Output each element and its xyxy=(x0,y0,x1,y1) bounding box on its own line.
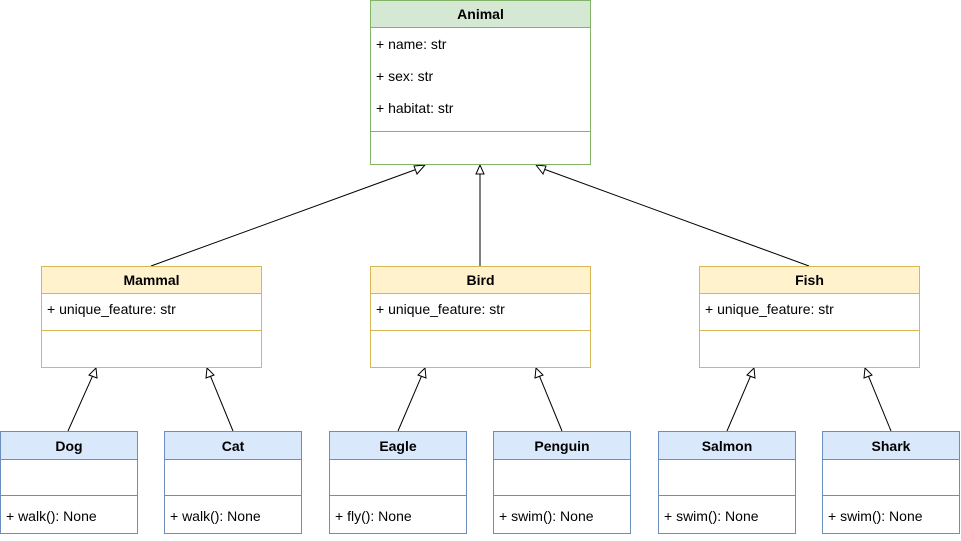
class-cat-attributes xyxy=(165,460,301,496)
class-penguin-methods: + swim(): None xyxy=(494,496,630,533)
class-fish-attributes: + unique_feature: str xyxy=(700,294,919,331)
edge-salmon-fish xyxy=(726,366,756,432)
attribute-unique-feature: + unique_feature: str xyxy=(47,301,176,317)
attribute-sex: + sex: str xyxy=(376,68,434,84)
inheritance-arrowhead xyxy=(534,366,544,379)
class-animal-attributes: + name: str + sex: str + habitat: str xyxy=(371,28,590,132)
class-bird-name: Bird xyxy=(371,267,590,294)
class-eagle-methods: + fly(): None xyxy=(330,496,466,533)
method-walk: + walk(): None xyxy=(6,508,97,524)
class-animal-methods xyxy=(371,132,590,164)
method-swim: + swim(): None xyxy=(664,508,759,524)
class-eagle-name: Eagle xyxy=(330,432,466,460)
class-shark[interactable]: Shark + swim(): None xyxy=(822,431,960,534)
class-penguin[interactable]: Penguin + swim(): None xyxy=(493,431,631,534)
class-salmon-methods: + swim(): None xyxy=(659,496,795,533)
class-fish-methods xyxy=(700,331,919,367)
class-bird[interactable]: Bird + unique_feature: str xyxy=(370,266,591,368)
edge-dog-mammal xyxy=(67,366,98,432)
class-fish-name: Fish xyxy=(700,267,919,294)
attribute-name: + name: str xyxy=(376,36,447,52)
inheritance-arrowhead xyxy=(205,366,215,379)
class-eagle[interactable]: Eagle + fly(): None xyxy=(329,431,467,534)
attribute-unique-feature: + unique_feature: str xyxy=(376,301,505,317)
edge-fish-animal xyxy=(534,164,810,267)
class-salmon[interactable]: Salmon + swim(): None xyxy=(658,431,796,534)
class-animal[interactable]: Animal + name: str + sex: str + habitat:… xyxy=(370,0,591,165)
edge-shark-fish xyxy=(863,366,892,432)
class-eagle-attributes xyxy=(330,460,466,496)
class-mammal-methods xyxy=(42,331,261,367)
class-fish[interactable]: Fish + unique_feature: str xyxy=(699,266,920,368)
class-cat-name: Cat xyxy=(165,432,301,460)
class-bird-methods xyxy=(371,331,590,367)
class-shark-name: Shark xyxy=(823,432,959,460)
edge-mammal-animal xyxy=(150,164,427,267)
class-cat[interactable]: Cat + walk(): None xyxy=(164,431,302,534)
class-shark-attributes xyxy=(823,460,959,496)
class-penguin-attributes xyxy=(494,460,630,496)
class-mammal-attributes: + unique_feature: str xyxy=(42,294,261,331)
class-mammal-name: Mammal xyxy=(42,267,261,294)
edge-penguin-bird xyxy=(534,366,563,432)
method-walk: + walk(): None xyxy=(170,508,261,524)
class-cat-methods: + walk(): None xyxy=(165,496,301,533)
method-swim: + swim(): None xyxy=(499,508,594,524)
method-fly: + fly(): None xyxy=(335,508,412,524)
edge-cat-mammal xyxy=(205,366,234,432)
inheritance-arrowhead xyxy=(746,366,756,379)
inheritance-arrowhead xyxy=(534,164,547,176)
class-dog-name: Dog xyxy=(1,432,137,460)
class-bird-attributes: + unique_feature: str xyxy=(371,294,590,331)
attribute-unique-feature: + unique_feature: str xyxy=(705,301,834,317)
inheritance-arrowhead xyxy=(413,164,427,175)
class-dog-attributes xyxy=(1,460,137,496)
class-shark-methods: + swim(): None xyxy=(823,496,959,533)
edge-eagle-bird xyxy=(397,366,427,432)
inheritance-arrowhead xyxy=(863,366,873,379)
class-penguin-name: Penguin xyxy=(494,432,630,460)
class-salmon-name: Salmon xyxy=(659,432,795,460)
inheritance-arrowhead xyxy=(475,163,485,175)
class-mammal[interactable]: Mammal + unique_feature: str xyxy=(41,266,262,368)
class-salmon-attributes xyxy=(659,460,795,496)
edge-bird-animal xyxy=(475,163,485,266)
class-dog-methods: + walk(): None xyxy=(1,496,137,533)
method-swim: + swim(): None xyxy=(828,508,923,524)
class-animal-name: Animal xyxy=(371,1,590,28)
class-dog[interactable]: Dog + walk(): None xyxy=(0,431,138,534)
inheritance-arrowhead xyxy=(417,366,427,379)
inheritance-arrowhead xyxy=(88,366,98,379)
attribute-habitat: + habitat: str xyxy=(376,100,454,116)
